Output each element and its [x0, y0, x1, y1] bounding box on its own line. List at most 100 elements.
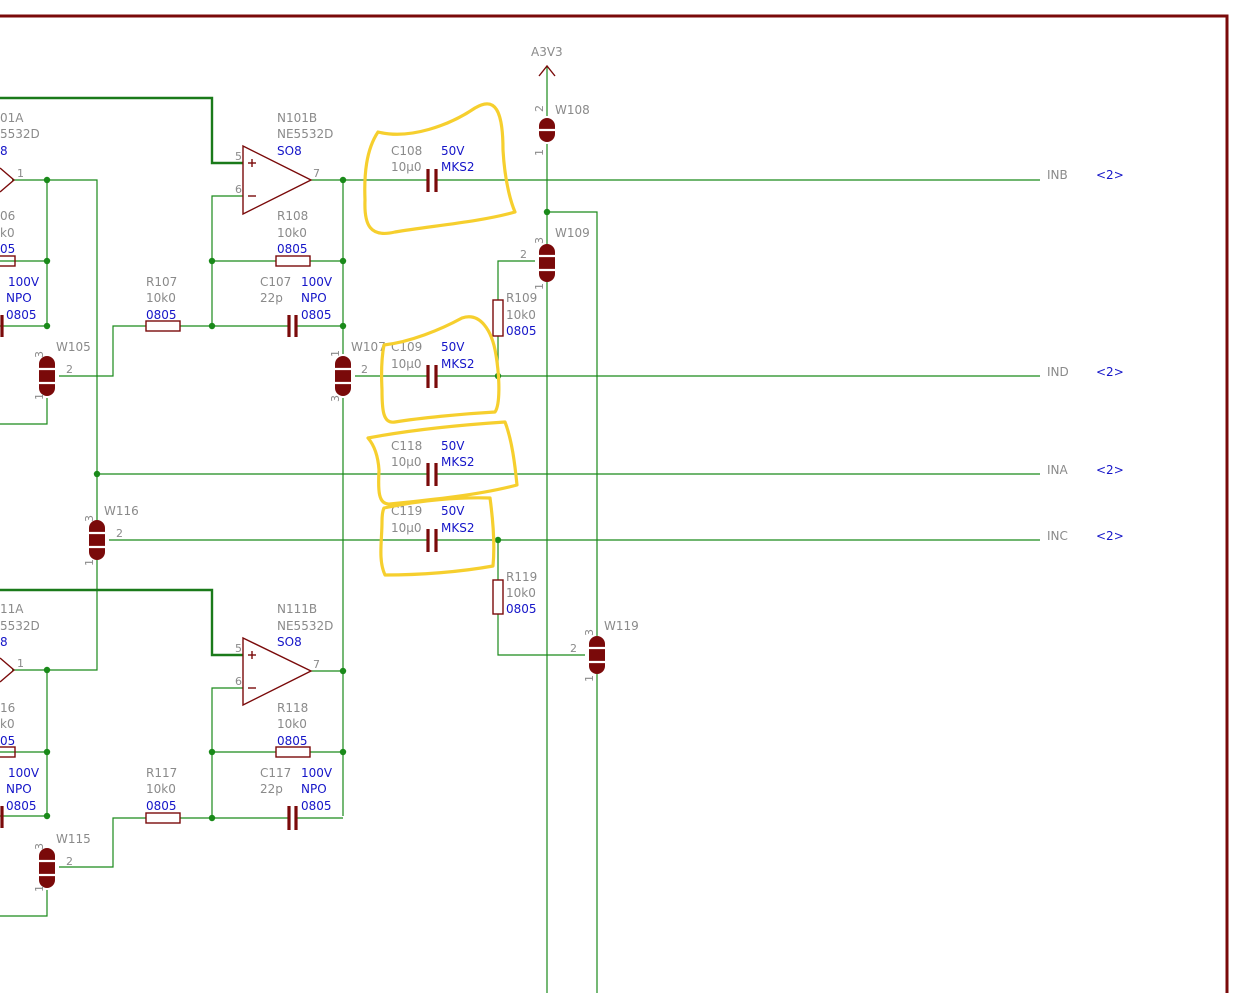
svg-text:8: 8 [0, 144, 8, 158]
svg-text:10k0: 10k0 [506, 308, 536, 322]
svg-text:C108: C108 [391, 144, 422, 158]
svg-text:10k0: 10k0 [277, 717, 307, 731]
svg-text:0805: 0805 [301, 799, 332, 813]
highlight-c108 [363, 102, 517, 235]
svg-text:50V: 50V [441, 340, 465, 354]
svg-text:2: 2 [520, 248, 527, 261]
opamp-n101a: 1 01A 5532D 8 [0, 111, 40, 193]
svg-text:R117: R117 [146, 766, 177, 780]
svg-text:0805: 0805 [146, 308, 177, 322]
svg-text:R108: R108 [277, 209, 308, 223]
svg-text:3: 3 [33, 843, 46, 850]
highlight-c119 [379, 496, 496, 577]
svg-text:W108: W108 [555, 103, 590, 117]
svg-text:05: 05 [0, 734, 15, 748]
svg-text:1: 1 [329, 350, 342, 357]
highlight-annotations [363, 102, 519, 577]
svg-text:3: 3 [33, 351, 46, 358]
opamp-n111b: 5 6 7 N111B NE5532D SO8 [235, 602, 333, 707]
svg-text:NPO: NPO [6, 291, 32, 305]
svg-text:W109: W109 [555, 226, 590, 240]
svg-text:INA: INA [1047, 463, 1069, 477]
svg-text:0805: 0805 [6, 308, 37, 322]
svg-text:6: 6 [235, 183, 242, 196]
svg-text:10k0: 10k0 [277, 226, 307, 240]
svg-text:N111B: N111B [277, 602, 317, 616]
svg-text:10k0: 10k0 [146, 782, 176, 796]
svg-text:1: 1 [17, 167, 24, 180]
svg-text:0805: 0805 [301, 308, 332, 322]
capacitor-c107: C107 22p 100V NPO 0805 [260, 275, 333, 337]
svg-text:W105: W105 [56, 340, 91, 354]
svg-text:MKS2: MKS2 [441, 357, 474, 371]
svg-text:R119: R119 [506, 570, 537, 584]
svg-text:R118: R118 [277, 701, 308, 715]
capacitor-c119: C119 10µ0 50V MKS2 [391, 504, 474, 552]
svg-text:50V: 50V [441, 504, 465, 518]
resistor-r107: R107 10k0 0805 [145, 275, 181, 332]
jumper-w105: 1 2 3 W105 [33, 340, 91, 400]
svg-text:8: 8 [0, 635, 8, 649]
capacitor-c118: C118 10µ0 50V MKS2 [391, 439, 474, 486]
svg-text:0805: 0805 [146, 799, 177, 813]
svg-text:5: 5 [235, 150, 242, 163]
svg-text:W119: W119 [604, 619, 639, 633]
svg-text:1: 1 [33, 393, 46, 400]
svg-text:5: 5 [235, 642, 242, 655]
jumper-w115: 1 2 3 W115 [33, 832, 91, 892]
svg-text:7: 7 [313, 167, 320, 180]
svg-text:NPO: NPO [301, 291, 327, 305]
net-label-inc: INC <2> [1047, 529, 1124, 543]
svg-text:IND: IND [1047, 365, 1069, 379]
svg-text:10µ0: 10µ0 [391, 521, 422, 535]
resistor-r117: R117 10k0 0805 [145, 766, 181, 824]
svg-text:100V: 100V [301, 766, 333, 780]
sheet-ref-ina: <2> [1096, 463, 1124, 477]
svg-text:2: 2 [533, 105, 546, 112]
sheet-ref-ind: <2> [1096, 365, 1124, 379]
svg-text:W115: W115 [56, 832, 91, 846]
power-label: A3V3 [531, 45, 563, 59]
sheet-ref-inb: <2> [1096, 168, 1124, 182]
svg-text:2: 2 [361, 363, 368, 376]
svg-text:06: 06 [0, 209, 15, 223]
svg-text:C119: C119 [391, 504, 422, 518]
svg-text:11A: 11A [0, 602, 24, 616]
capacitor-c106: 100V NPO 0805 [0, 275, 40, 337]
jumper-w116: 1 2 3 W116 [83, 504, 139, 566]
svg-text:1: 1 [83, 559, 96, 566]
resistor-r119: R119 10k0 0805 [492, 570, 537, 616]
svg-text:1: 1 [17, 657, 24, 670]
svg-text:N101B: N101B [277, 111, 317, 125]
svg-text:05: 05 [0, 242, 15, 256]
svg-text:W116: W116 [104, 504, 139, 518]
svg-text:SO8: SO8 [277, 635, 302, 649]
svg-text:2: 2 [66, 363, 73, 376]
svg-text:NPO: NPO [301, 782, 327, 796]
svg-text:R109: R109 [506, 291, 537, 305]
net-label-ind: IND <2> [1047, 365, 1124, 379]
svg-text:C118: C118 [391, 439, 422, 453]
svg-text:10µ0: 10µ0 [391, 160, 422, 174]
svg-text:01A: 01A [0, 111, 24, 125]
capacitor-c117: C117 22p 100V NPO 0805 [260, 766, 333, 830]
svg-text:INC: INC [1047, 529, 1068, 543]
svg-text:3: 3 [83, 515, 96, 522]
svg-text:3: 3 [533, 237, 546, 244]
svg-text:NE5532D: NE5532D [277, 619, 333, 633]
svg-text:R107: R107 [146, 275, 177, 289]
svg-text:22p: 22p [260, 782, 283, 796]
svg-text:NPO: NPO [6, 782, 32, 796]
svg-text:2: 2 [116, 527, 123, 540]
jumper-w109: 1 2 3 W109 [520, 226, 590, 290]
svg-text:3: 3 [583, 629, 596, 636]
resistor-r106: 06 k0 05 [0, 209, 16, 267]
svg-text:1: 1 [533, 283, 546, 290]
svg-text:MKS2: MKS2 [441, 455, 474, 469]
svg-text:10µ0: 10µ0 [391, 455, 422, 469]
svg-text:0805: 0805 [6, 799, 37, 813]
opamp-n111a: 1 11A 5532D 8 [0, 602, 40, 683]
svg-text:1: 1 [533, 149, 546, 156]
svg-text:INB: INB [1047, 168, 1068, 182]
highlight-c118 [366, 420, 519, 506]
